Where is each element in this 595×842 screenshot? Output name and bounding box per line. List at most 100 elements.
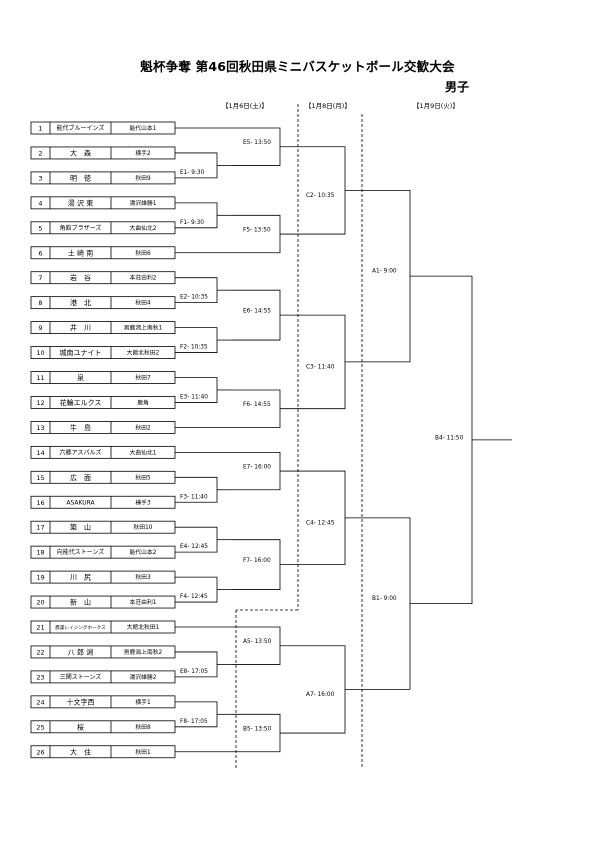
game-label-E4: E4- 12:45: [180, 544, 208, 550]
team-name: ASAKURA: [66, 499, 95, 506]
match-E6: [232, 289, 281, 341]
game-label-E5: E5- 13:50: [243, 140, 271, 146]
team-school: 秋田8: [135, 723, 151, 731]
team-number: 7: [38, 274, 42, 282]
team-school: 秋田6: [135, 249, 151, 257]
team-number: 2: [38, 149, 42, 157]
team-school: 湯沢雄勝2: [130, 673, 157, 681]
team-name: 明 徳: [70, 173, 91, 182]
team-name: 広 面: [70, 473, 91, 482]
team-name: 能代ブルーインズ: [57, 124, 105, 132]
team-school: 鹿角: [137, 398, 149, 406]
team-school: 能代山本2: [130, 548, 157, 556]
team-name: 湯 沢 東: [68, 198, 93, 207]
team-school: 秋田4: [135, 299, 151, 307]
match-F7: [232, 539, 281, 590]
team-number: 22: [36, 648, 44, 656]
team-name: 城南ユナイト: [60, 348, 102, 357]
game-label-A1: A1- 9:00: [372, 269, 397, 275]
team-slot-26: [30, 745, 176, 759]
team-number: 17: [36, 524, 44, 532]
team-school: 男鹿潟上南秋2: [124, 648, 163, 656]
game-label-C4: C4- 12:45: [306, 520, 335, 526]
match-B1: [362, 517, 411, 690]
team-number: 4: [38, 199, 42, 207]
team-school: 大曲仙北1: [130, 448, 157, 456]
team-name: 築 山: [70, 523, 91, 532]
team-number: 24: [36, 698, 44, 706]
game-label-C2: C2- 10:35: [306, 193, 335, 199]
team-school: 本荘由利2: [130, 274, 157, 282]
team-slot-8: [30, 296, 176, 310]
team-number: 12: [36, 399, 44, 407]
team-number: 1: [38, 125, 42, 133]
team-number: 13: [36, 424, 44, 432]
team-school: 秋田9: [135, 174, 151, 182]
team-school: 大館北秋田2: [127, 349, 160, 357]
team-school: 湯沢雄勝1: [130, 199, 157, 207]
team-school: 大曲仙北2: [130, 224, 157, 232]
team-name: 土 崎 南: [68, 248, 93, 257]
team-slot-16: [30, 495, 176, 509]
team-name: 井 川: [70, 323, 91, 332]
team-number: 5: [38, 224, 42, 232]
game-label-E7: E7- 16:00: [243, 465, 271, 471]
game-label-E8: E8- 17:05: [180, 669, 208, 675]
game-label-F6: F6- 14:55: [243, 402, 271, 408]
team-school: 横手3: [135, 498, 151, 506]
team-number: 16: [36, 499, 44, 507]
match-C3: [298, 314, 346, 410]
team-number: 3: [38, 174, 42, 182]
team-name: 川 尻: [70, 574, 91, 582]
game-label-F5: F5- 13:50: [243, 228, 271, 234]
team-slot-17: [30, 520, 176, 534]
game-label-F8: F8- 17:05: [180, 719, 208, 725]
team-school: 秋田10: [134, 523, 153, 531]
match-A7: [298, 645, 346, 734]
team-name: 桜: [77, 722, 84, 731]
game-label-B1: B1- 9:00: [372, 596, 397, 602]
team-name: 岩 谷: [70, 273, 91, 282]
team-name: 花輪エルクス: [60, 398, 102, 407]
game-label-F7: F7- 16:00: [243, 558, 271, 564]
team-number: 21: [36, 624, 44, 632]
team-slot-25: [30, 720, 176, 734]
match-C2: [298, 146, 346, 235]
game-label-F3: F3- 11:40: [180, 494, 208, 500]
game-label-F4: F4- 12:45: [180, 594, 208, 600]
team-name: 向能代ストーンズ: [57, 548, 105, 556]
team-name: 港 北: [70, 298, 91, 307]
page-title: 魁杯争奪 第46回秋田県ミニバスケットボール交歓大会: [140, 59, 455, 74]
team-number: 19: [36, 574, 44, 582]
team-name: 大 森: [70, 148, 91, 157]
match-C4: [298, 470, 346, 566]
game-label-E3: E3- 11:40: [180, 394, 208, 400]
team-slot-2: [30, 146, 176, 160]
team-school: 秋田5: [135, 473, 151, 481]
team-school: 秋田3: [135, 573, 151, 581]
game-label-E1: E1- 9:30: [180, 170, 205, 176]
team-slot-24: [30, 695, 176, 709]
game-label-A5: A5- 13:50: [243, 639, 272, 645]
match-E5: [175, 127, 281, 166]
team-school: 秋田2: [135, 423, 151, 431]
team-name: 大 住: [70, 747, 91, 756]
team-school: 秋田1: [135, 748, 151, 756]
game-label-E2: E2- 10:35: [180, 295, 208, 301]
team-slot-11: [30, 371, 176, 384]
team-number: 6: [38, 249, 42, 257]
team-number: 14: [36, 449, 44, 457]
team-number: 9: [38, 324, 42, 332]
team-name: 角館ブラザーズ: [60, 224, 102, 232]
team-name: 牛 島: [70, 423, 91, 432]
team-slot-12: [30, 396, 176, 409]
game-label-A7: A7- 16:00: [306, 692, 335, 698]
team-number: 20: [36, 599, 44, 607]
game-label-B5: B5- 13:50: [243, 727, 272, 733]
team-number: 18: [36, 549, 44, 557]
team-number: 11: [36, 374, 44, 382]
team-slot-3: [30, 171, 176, 185]
team-name: 八 郎 潟: [68, 647, 93, 656]
category-label: 男子: [445, 80, 470, 94]
